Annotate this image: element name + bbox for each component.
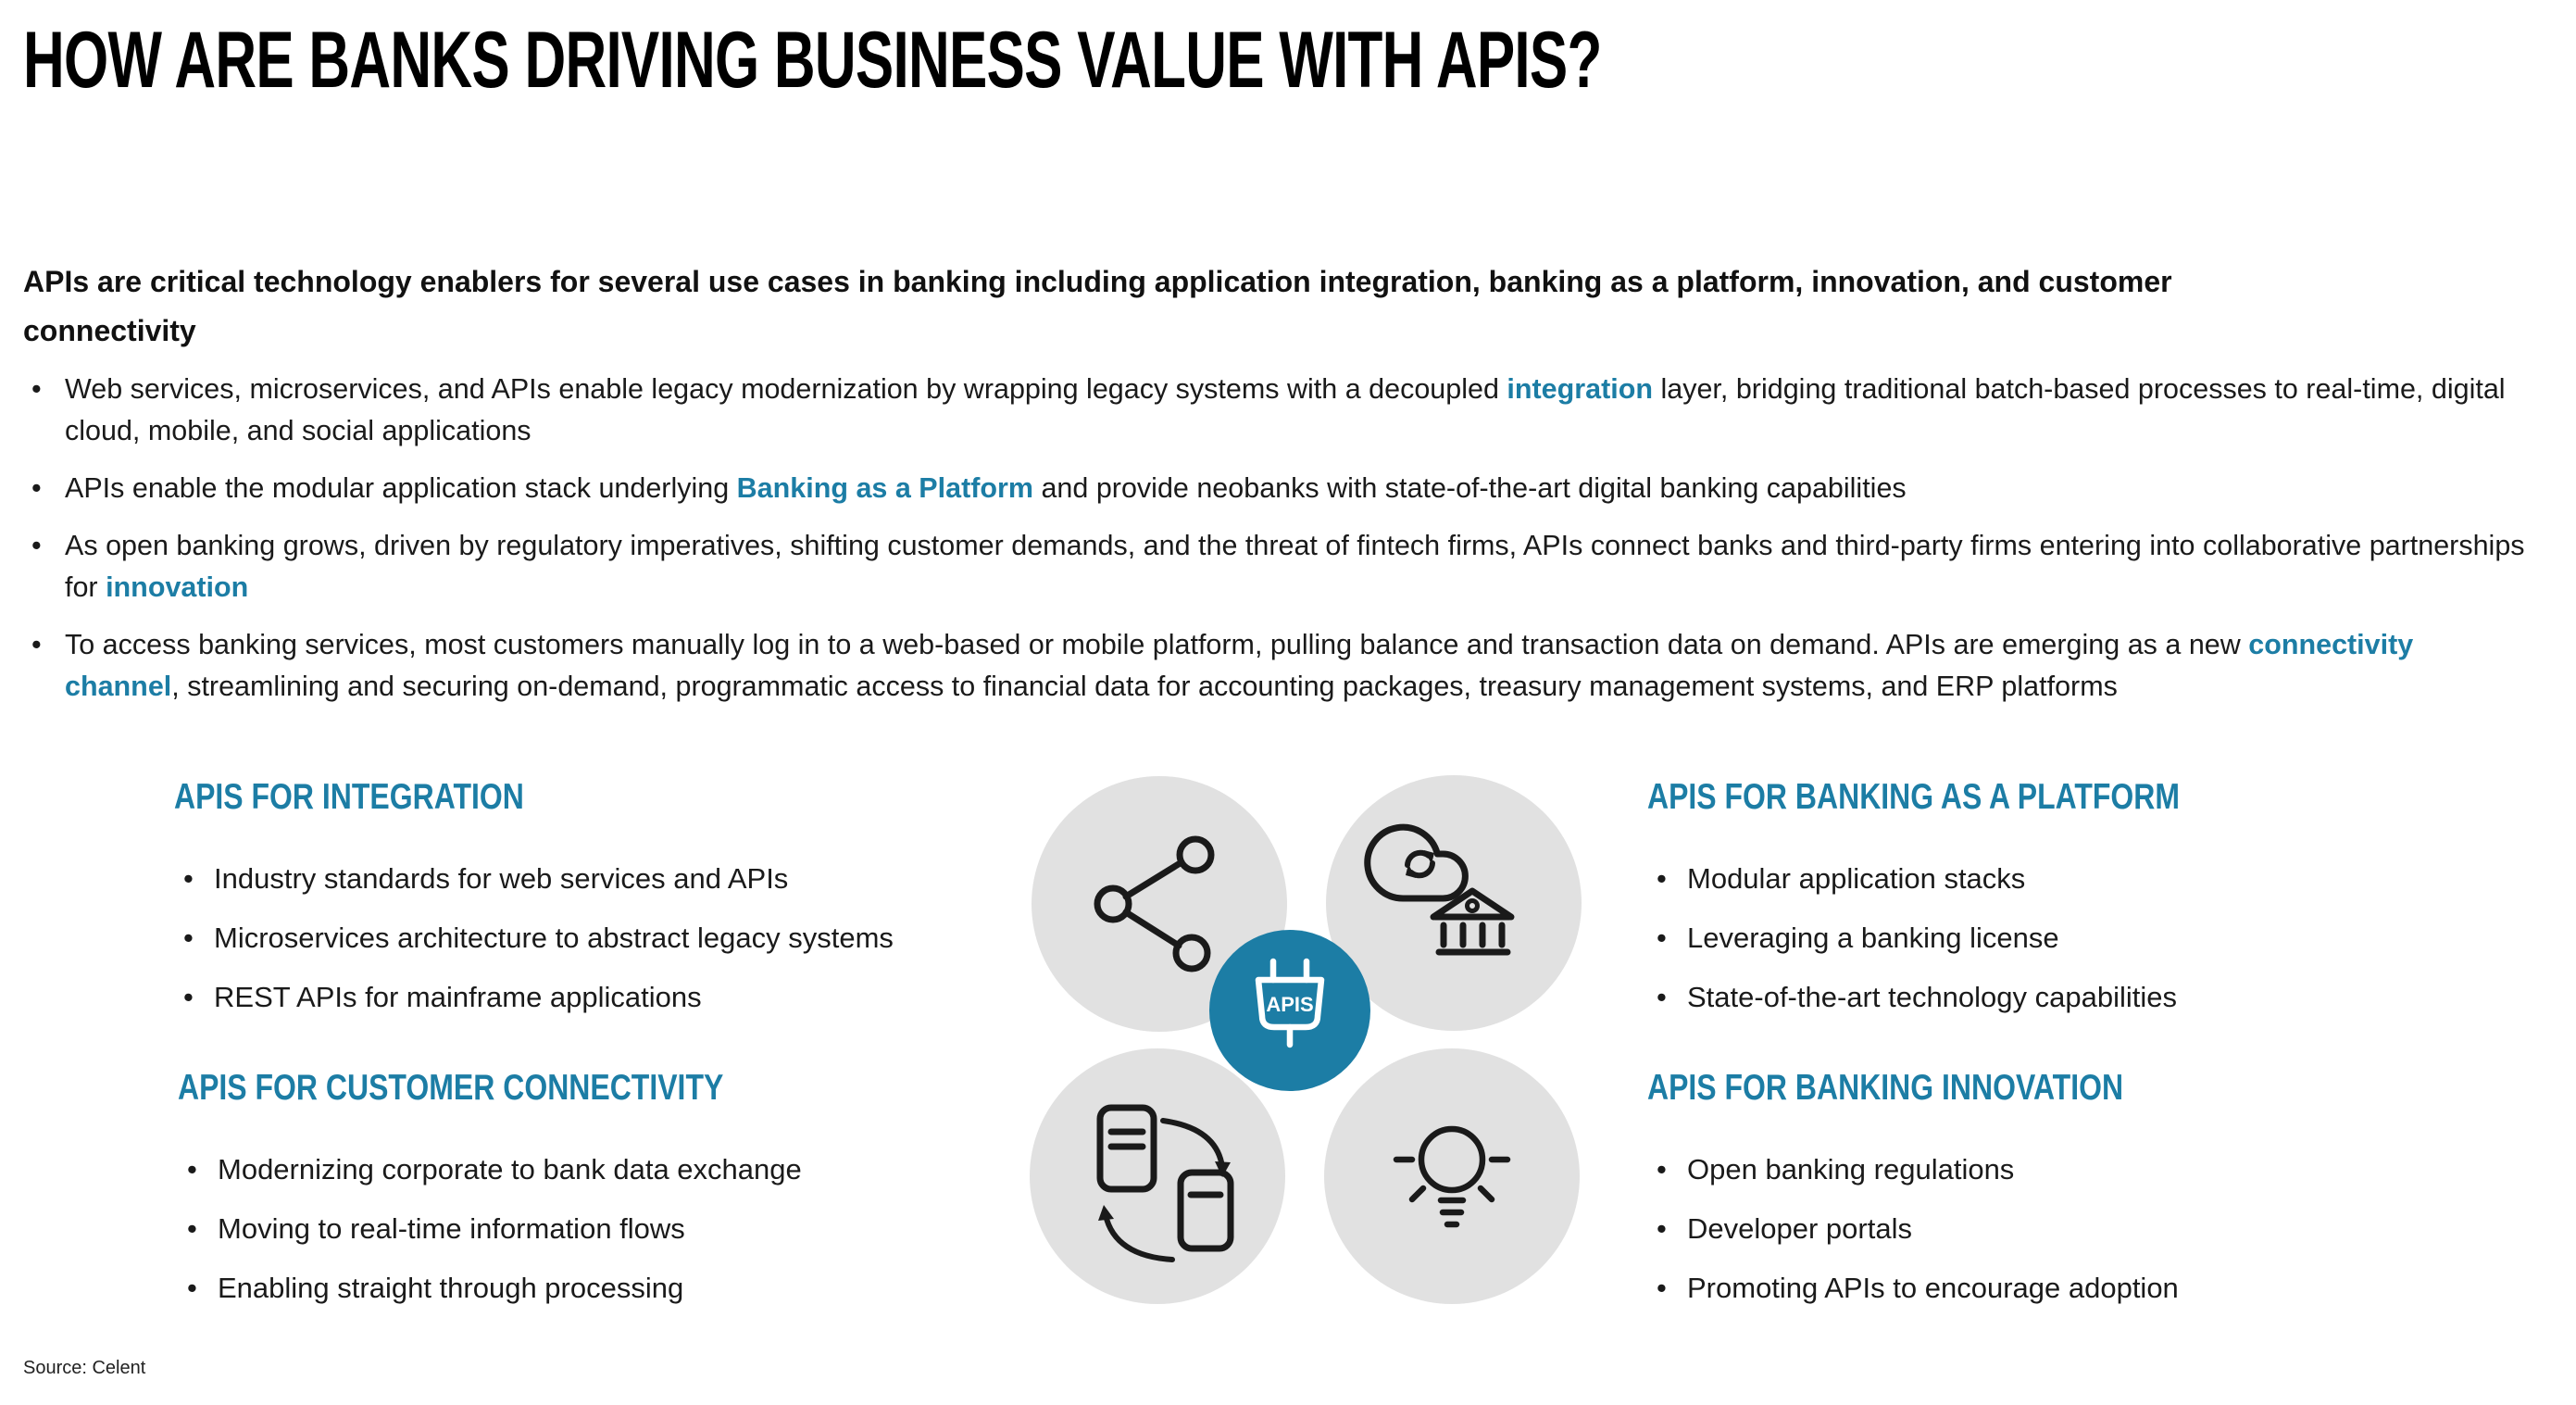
list-item: Leveraging a banking license xyxy=(1647,921,2296,955)
list-item: REST APIs for mainframe applications xyxy=(174,980,894,1014)
bullet-text: As open banking grows, driven by regulat… xyxy=(65,530,2525,603)
intro-bullet: To access banking services, most custome… xyxy=(23,624,2528,708)
list-item: Developer portals xyxy=(1647,1211,2228,1246)
innovation-keyword: innovation xyxy=(106,571,249,603)
card-exchange-icon xyxy=(1096,1104,1234,1262)
connectivity-channel-keyword: connectivity channel xyxy=(65,629,2414,702)
page-title: HOW ARE BANKS DRIVING BUSINESS VALUE WIT… xyxy=(23,16,1602,105)
section-apis-for-integration: APIS FOR INTEGRATION Industry standards … xyxy=(174,776,894,1039)
api-plug-icon: APIS xyxy=(1209,930,1370,1091)
intro-lead: APIs are critical technology enablers fo… xyxy=(23,265,2172,347)
share-icon xyxy=(1094,835,1215,972)
bullet-text: and provide neobanks with state-of-the-a… xyxy=(1033,472,1907,504)
section-title: APIS FOR INTEGRATION xyxy=(174,777,524,817)
list-item: State-of-the-art technology capabilities xyxy=(1647,980,2296,1014)
section-title: APIS FOR BANKING INNOVATION xyxy=(1647,1068,2124,1108)
intro-bullet: As open banking grows, driven by regulat… xyxy=(23,525,2528,608)
list-item: Industry standards for web services and … xyxy=(174,861,894,896)
list-item: Enabling straight through processing xyxy=(178,1271,844,1305)
section-list: Industry standards for web services and … xyxy=(174,861,894,1014)
bullet-text: APIs enable the modular application stac… xyxy=(65,472,737,504)
section-apis-for-banking-as-a-platform: APIS FOR BANKING AS A PLATFORM Modular a… xyxy=(1647,776,2296,1039)
section-title: APIS FOR BANKING AS A PLATFORM xyxy=(1647,777,2181,817)
list-item: Promoting APIs to encourage adoption xyxy=(1647,1271,2228,1305)
list-item: Microservices architecture to abstract l… xyxy=(174,921,894,955)
apis-label: APIS xyxy=(1266,993,1313,1016)
intro-bullet-list: Web services, microservices, and APIs en… xyxy=(23,369,2528,723)
bullet-text: Web services, microservices, and APIs en… xyxy=(65,373,1507,405)
section-list: Modernizing corporate to bank data excha… xyxy=(178,1152,844,1305)
list-item: Modernizing corporate to bank data excha… xyxy=(178,1152,844,1186)
bullet-text: , streamlining and securing on-demand, p… xyxy=(171,671,2118,702)
source-note: Source: Celent xyxy=(23,1358,146,1378)
api-venn-diagram: APIS xyxy=(1030,775,1582,1304)
integration-keyword: integration xyxy=(1507,373,1653,405)
list-item: Modular application stacks xyxy=(1647,861,2296,896)
banking-as-a-platform-keyword: Banking as a Platform xyxy=(736,472,1033,504)
lightbulb-icon xyxy=(1393,1125,1511,1228)
section-apis-for-banking-innovation: APIS FOR BANKING INNOVATION Open banking… xyxy=(1647,1067,2228,1330)
bullet-text: layer, bridging traditional batch-based … xyxy=(65,373,2506,446)
bullet-text: To access banking services, most custome… xyxy=(65,629,2249,660)
section-apis-for-customer-connectivity: APIS FOR CUSTOMER CONNECTIVITY Modernizi… xyxy=(178,1067,844,1330)
list-item: Moving to real-time information flows xyxy=(178,1211,844,1246)
section-list: Open banking regulations Developer porta… xyxy=(1647,1152,2228,1305)
intro-bullet: Web services, microservices, and APIs en… xyxy=(23,369,2528,452)
cloud-sync-bank-icon xyxy=(1364,823,1515,956)
section-title: APIS FOR CUSTOMER CONNECTIVITY xyxy=(178,1068,724,1108)
list-item: Open banking regulations xyxy=(1647,1152,2228,1186)
section-list: Modular application stacks Leveraging a … xyxy=(1647,861,2296,1014)
intro-bullet: APIs enable the modular application stac… xyxy=(23,468,2528,509)
